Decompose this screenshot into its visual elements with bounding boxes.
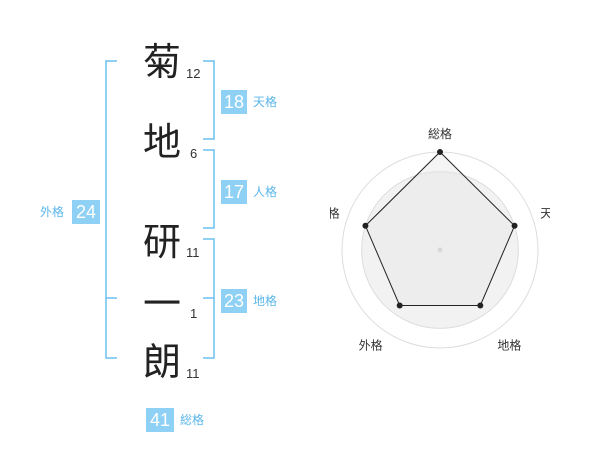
chikaku-value: 23 bbox=[221, 289, 247, 313]
tenkaku-label: 天格 bbox=[253, 95, 278, 109]
radar-polygon bbox=[364, 151, 516, 306]
soukaku-label: 総格 bbox=[180, 413, 205, 427]
tenkaku-value: 18 bbox=[221, 90, 247, 114]
stroke-count-5: 11 bbox=[186, 366, 200, 381]
stroke-count-4: 1 bbox=[190, 306, 198, 321]
radar-center-dot bbox=[437, 247, 443, 253]
radar-axis-label-2: 天格 bbox=[540, 206, 550, 221]
name-char-2: 地 bbox=[142, 120, 181, 164]
radar-point-5 bbox=[362, 222, 369, 229]
radar-grid bbox=[341, 151, 539, 349]
radar-point-1 bbox=[437, 149, 443, 155]
soukaku-value: 41 bbox=[146, 408, 174, 432]
jinkaku-label: 人格 bbox=[253, 185, 278, 199]
jinkaku-value: 17 bbox=[221, 180, 247, 204]
stroke-count-2: 6 bbox=[190, 146, 198, 161]
bracket-lines bbox=[105, 60, 215, 359]
stroke-count-1: 12 bbox=[186, 66, 201, 81]
gaikaku-bracket bbox=[105, 60, 117, 359]
radar-axis-label-3: 地格 bbox=[497, 337, 521, 352]
name-char-3: 研 bbox=[142, 220, 181, 264]
name-char-4: 一 bbox=[142, 282, 181, 326]
radar-axis-label-5: 人格 bbox=[330, 206, 340, 221]
jinkaku-bracket bbox=[203, 149, 215, 229]
tenkaku-bracket bbox=[203, 60, 215, 140]
gaikaku-label: 外格 bbox=[40, 205, 65, 219]
fortune-radar-chart: 総格天格地格 外格 人格 bbox=[330, 126, 550, 352]
chikaku-label: 地格 bbox=[253, 294, 278, 308]
radar-point-3 bbox=[477, 302, 484, 309]
stroke-count-3: 11 bbox=[186, 245, 200, 260]
gaikaku-value: 24 bbox=[72, 200, 100, 224]
radar-axis-label-4: 外格 bbox=[359, 337, 383, 352]
radar-point-4 bbox=[396, 302, 403, 309]
name-char-1: 菊 bbox=[142, 40, 181, 84]
radar-label-group: 総格天格地格 外格 人格 bbox=[330, 126, 550, 352]
radar-shape-group bbox=[362, 149, 518, 309]
name-char-5: 朗 bbox=[142, 340, 181, 384]
radar-axis-label-1: 総格 bbox=[428, 126, 452, 141]
radar-point-2 bbox=[511, 222, 518, 229]
